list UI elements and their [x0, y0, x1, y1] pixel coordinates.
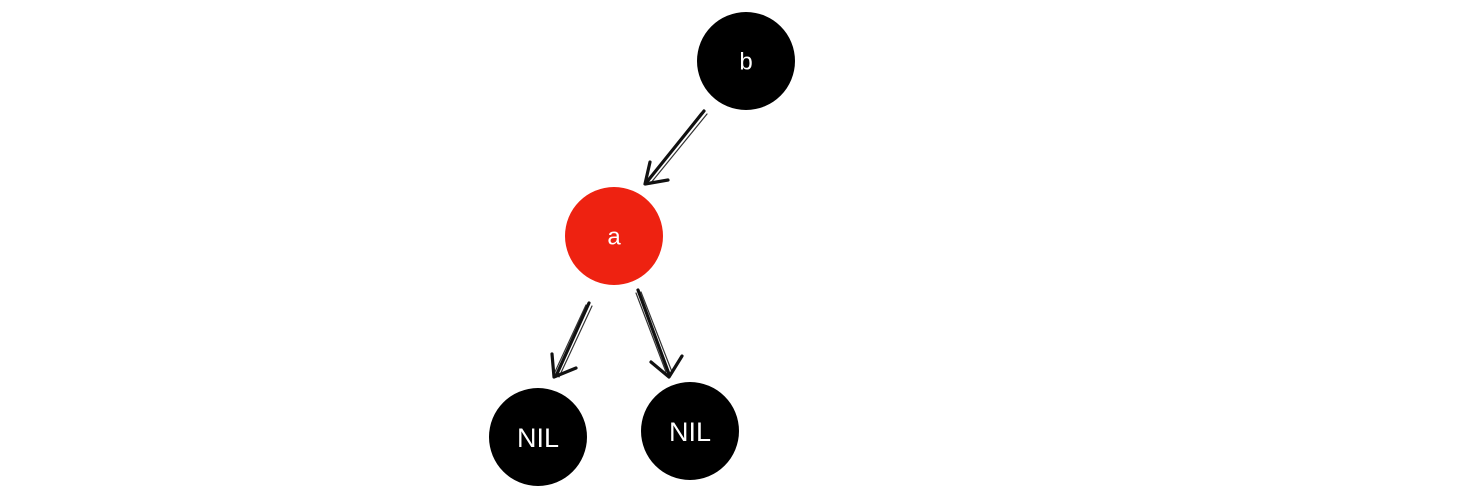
node-b-circle — [697, 12, 795, 110]
node-b-label: b — [739, 49, 752, 76]
node-a-circle — [565, 187, 663, 285]
tree-node-nil-right: NIL — [641, 382, 739, 480]
tree-node-b: b — [697, 12, 795, 110]
edge-a-to-nil-right — [635, 288, 684, 379]
node-nil-left-circle — [489, 388, 587, 486]
node-a-label: a — [607, 224, 621, 251]
tree-node-a: a — [565, 187, 663, 285]
node-nil-right-circle — [641, 382, 739, 480]
node-nil-right-label: NIL — [669, 417, 711, 447]
edge-b-to-a — [643, 109, 708, 186]
node-nil-left-label: NIL — [517, 423, 559, 453]
edge-a-to-nil-left — [550, 301, 593, 379]
tree-node-nil-left: NIL — [489, 388, 587, 486]
